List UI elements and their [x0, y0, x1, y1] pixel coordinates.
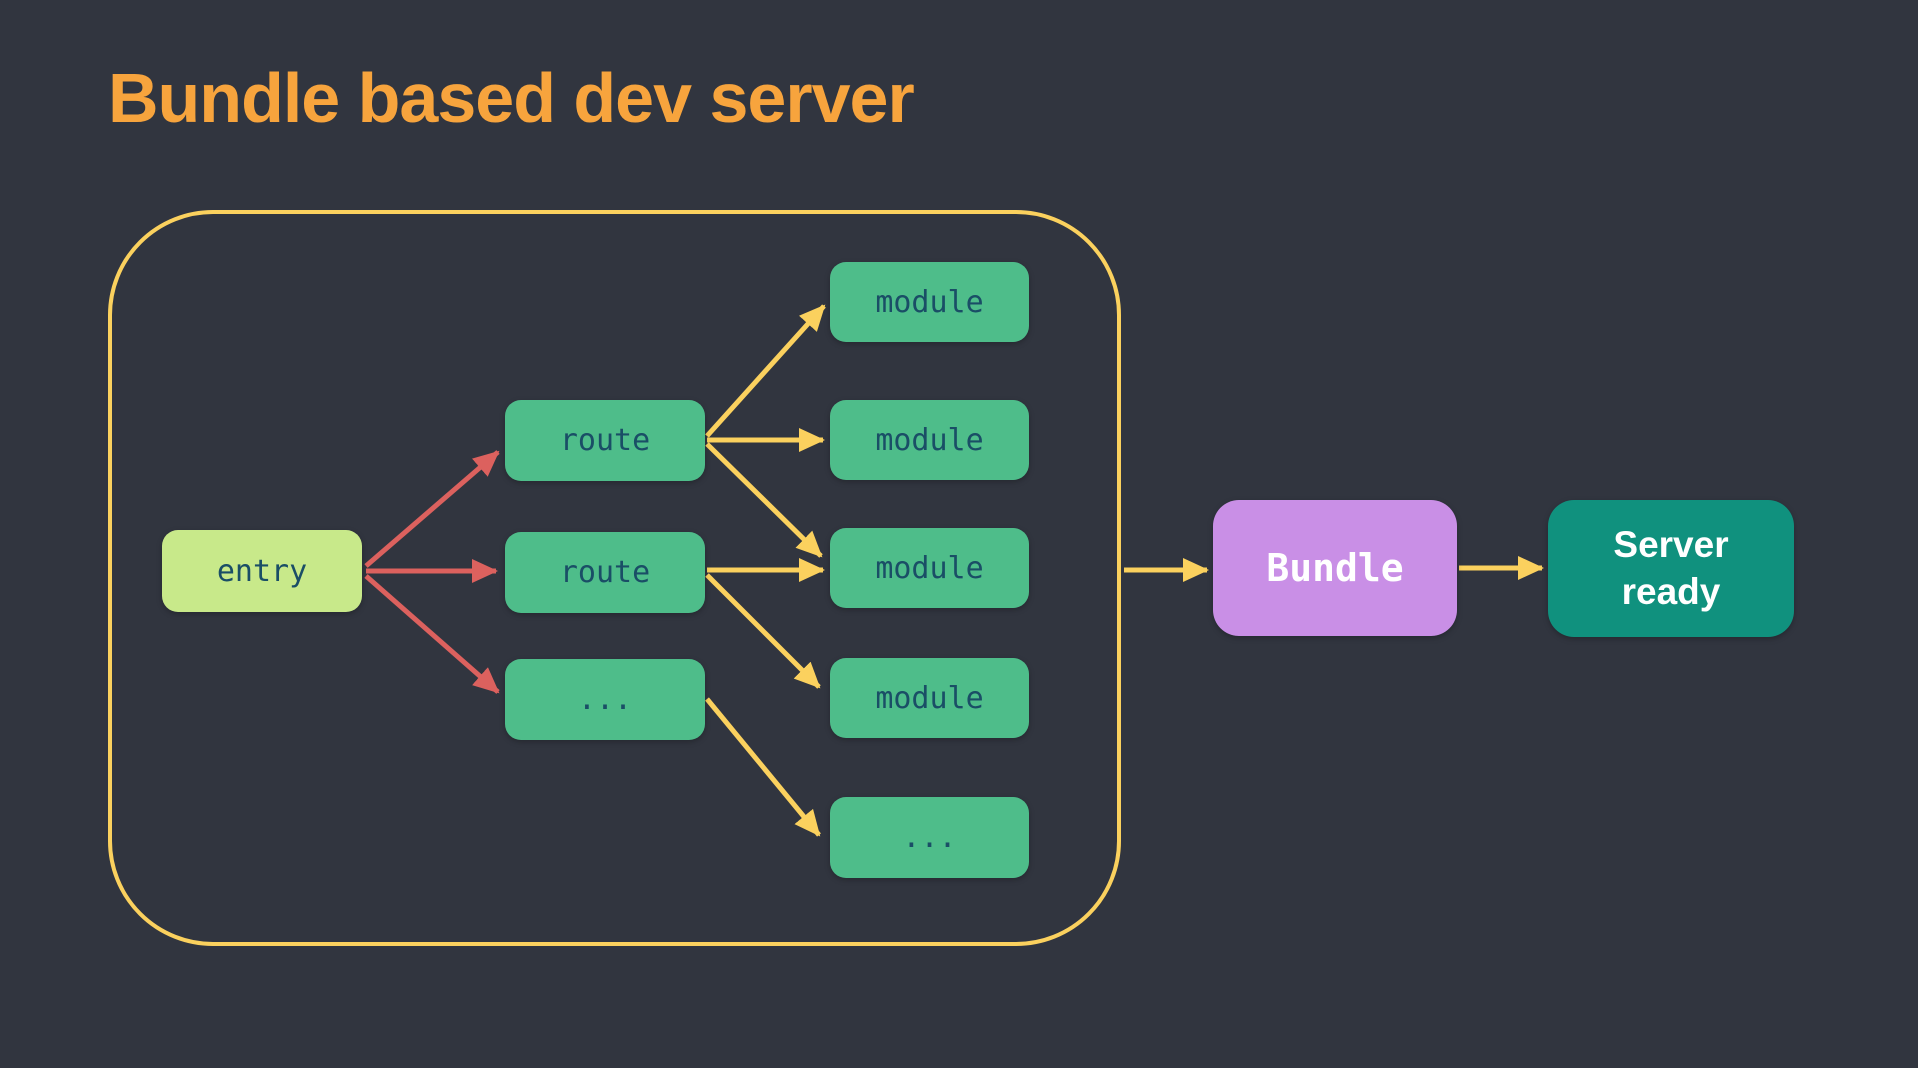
- node-module-3: module: [830, 528, 1029, 608]
- edge-route-1-to-module-3: [707, 444, 821, 556]
- node-module-rest: ...: [830, 797, 1029, 878]
- node-bundle: Bundle: [1213, 500, 1457, 636]
- node-module-4: module: [830, 658, 1029, 738]
- edge-entry-to-route-rest: [366, 576, 498, 692]
- edge-route-1-to-module-1: [707, 306, 824, 436]
- node-route-2: route: [505, 532, 705, 613]
- node-route-rest: ...: [505, 659, 705, 740]
- edge-route-rest-to-module-rest: [707, 699, 819, 835]
- node-route-1: route: [505, 400, 705, 481]
- node-module-1: module: [830, 262, 1029, 342]
- node-server-ready: Server ready: [1548, 500, 1794, 637]
- node-module-2: module: [830, 400, 1029, 480]
- edge-route-2-to-module-4: [707, 575, 819, 687]
- edge-entry-to-route-1: [366, 452, 498, 566]
- node-entry: entry: [162, 530, 362, 612]
